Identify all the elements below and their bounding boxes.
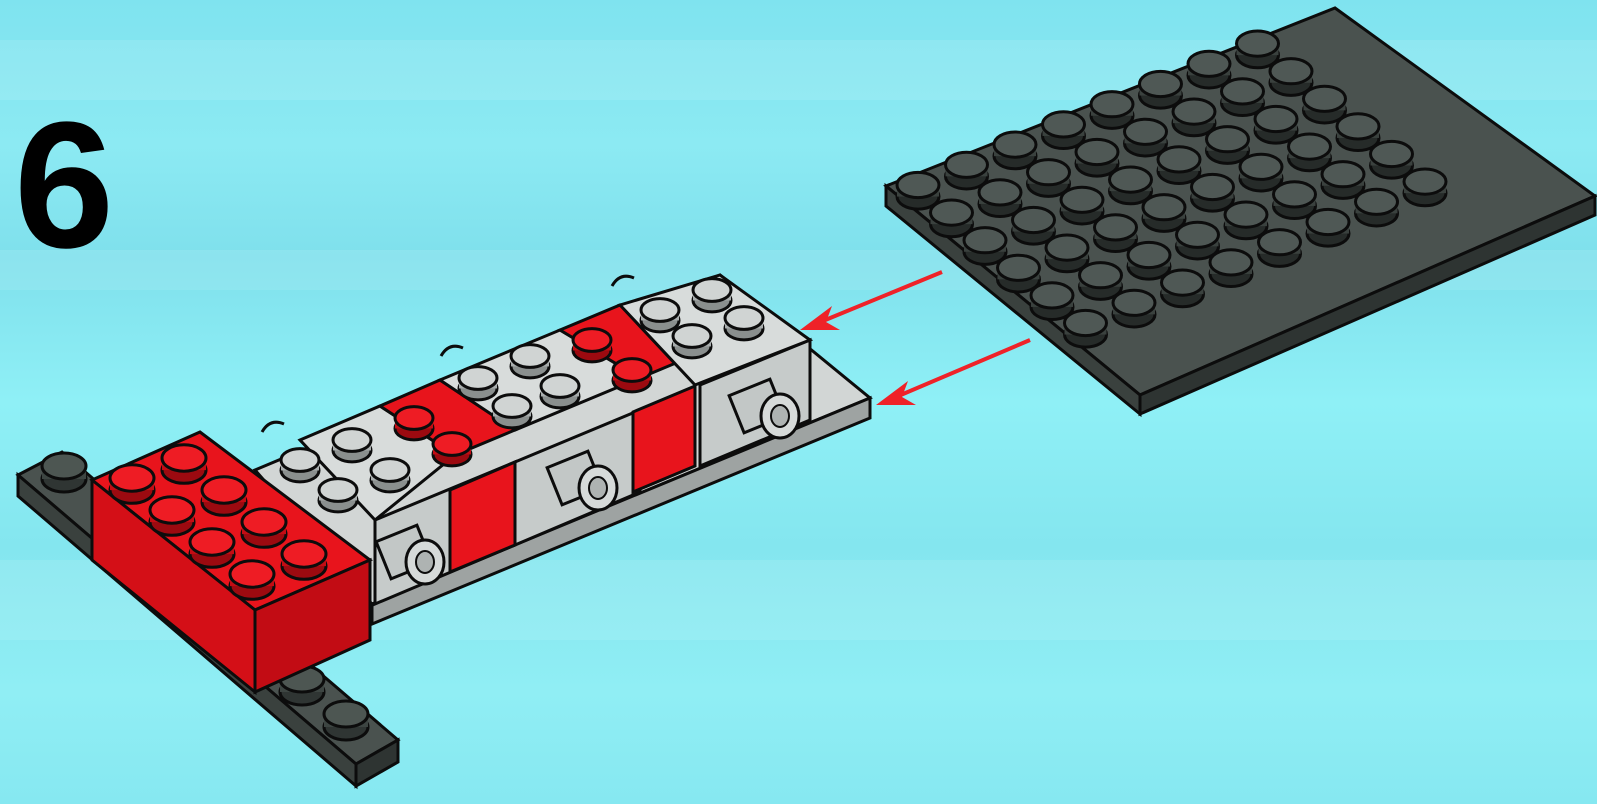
pin [727, 377, 801, 440]
stud [1320, 160, 1366, 200]
stud [160, 443, 208, 485]
stud [240, 507, 288, 549]
stud [1186, 49, 1232, 90]
placement-arrow-upper [800, 270, 943, 330]
pin [374, 523, 446, 586]
stud [228, 559, 276, 601]
stud [639, 297, 681, 334]
stud [1093, 213, 1138, 254]
stud [962, 226, 1008, 266]
red-plate-1x2 [631, 383, 697, 495]
stud [944, 150, 989, 191]
stud [369, 457, 411, 494]
stud [996, 253, 1041, 294]
stud [571, 327, 613, 364]
stud [671, 323, 713, 360]
red-plate-1x2 [448, 459, 517, 575]
stud [1011, 205, 1056, 246]
stud [1138, 69, 1183, 110]
step-number: 6 [14, 85, 115, 286]
stud [1205, 125, 1250, 165]
stud [108, 463, 156, 505]
stud [977, 178, 1023, 219]
stud [1305, 207, 1351, 248]
stud [1302, 84, 1347, 125]
stud [992, 130, 1038, 171]
stud [1041, 110, 1086, 151]
stud [1111, 288, 1157, 329]
stud [280, 539, 328, 581]
stud [148, 495, 196, 537]
chassis-assembly [252, 273, 873, 627]
stud [539, 373, 581, 410]
stud [393, 405, 435, 442]
stud [40, 451, 88, 494]
stud [1272, 180, 1317, 221]
stud [929, 198, 974, 239]
stud [691, 277, 733, 314]
stud [1253, 104, 1299, 145]
stud [1354, 187, 1399, 228]
stud [279, 447, 321, 484]
stud [322, 699, 370, 742]
stud [1171, 97, 1217, 138]
stud [317, 477, 359, 514]
stud [1369, 139, 1414, 180]
stud [1223, 200, 1269, 241]
stud [1235, 29, 1280, 70]
stud [1063, 308, 1108, 349]
dark-gray-plate-6x8 [883, 6, 1597, 418]
stud [1257, 228, 1302, 268]
stud [895, 170, 941, 211]
stud [1156, 145, 1202, 186]
stud [509, 343, 551, 380]
stud [1208, 248, 1254, 289]
stud [1175, 220, 1220, 261]
stud [723, 305, 765, 342]
stud [1238, 152, 1284, 193]
stud [1190, 172, 1235, 213]
stud [1044, 233, 1090, 274]
stud [1089, 90, 1135, 130]
stud [1123, 117, 1168, 158]
stud [491, 393, 533, 430]
stud [188, 527, 236, 569]
stud [1029, 281, 1075, 322]
stud [1141, 193, 1187, 233]
stud [200, 475, 248, 517]
stud [457, 365, 499, 402]
stud [1126, 240, 1172, 281]
stud [1220, 77, 1265, 118]
pin [545, 449, 619, 512]
stud [1402, 167, 1448, 208]
stud [1287, 132, 1332, 173]
stud [1026, 158, 1071, 198]
stud [1160, 268, 1205, 309]
stud [1108, 165, 1153, 206]
stud [431, 431, 473, 468]
stud [1335, 112, 1381, 153]
stud [611, 357, 653, 394]
placement-arrow-lower [876, 338, 1031, 405]
red-brick-2x4 [89, 430, 373, 696]
stud [1059, 185, 1105, 226]
stud [331, 427, 373, 464]
stud [1074, 137, 1120, 178]
stud [1078, 261, 1123, 301]
stud [1268, 57, 1314, 97]
